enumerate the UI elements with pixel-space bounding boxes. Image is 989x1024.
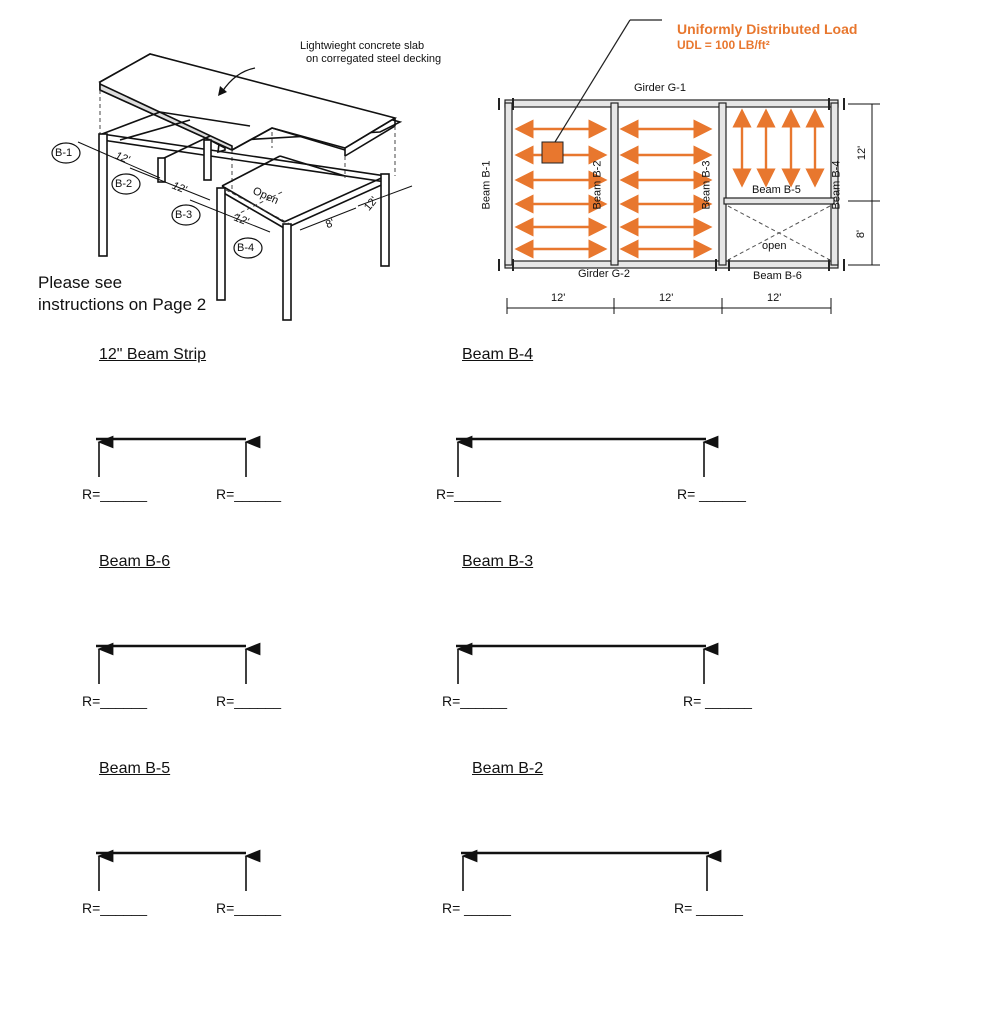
udl-load-square (541, 141, 564, 164)
slab-note-line-1: Lightwieght concrete slab (300, 40, 425, 52)
beam-title-b3: Beam B-3 (462, 553, 534, 570)
floor-slab (98, 53, 403, 157)
beam-tags (51, 142, 263, 259)
reaction-left-b2[interactable]: R= ______ (442, 900, 511, 916)
beam-b5 (723, 197, 835, 205)
span-dim-2: 12' (659, 292, 674, 304)
reaction-right-b2[interactable]: R= ______ (674, 900, 743, 916)
reaction-right-b4[interactable]: R= ______ (677, 486, 746, 502)
instructions-note: Please see instructions on Page 2 (38, 272, 206, 316)
beam-title-b4: Beam B-4 (462, 346, 534, 363)
reaction-left-b3[interactable]: R=______ (442, 693, 508, 709)
udl-arrows (514, 108, 825, 259)
reaction-left-b6[interactable]: R=______ (82, 693, 148, 709)
beam-b2 (610, 102, 619, 266)
reaction-right-b3[interactable]: R= ______ (683, 693, 752, 709)
beam-b3 (718, 102, 727, 266)
columns (98, 133, 390, 321)
iso-tag-b2: B-2 (115, 178, 133, 190)
span-dim-3: 12' (767, 292, 782, 304)
beam-title-strip: 12" Beam Strip (99, 346, 207, 363)
iso-tag-b3: B-3 (175, 209, 193, 221)
instructions-line-1: Please see (38, 273, 123, 292)
iso-tag-b4: B-4 (237, 242, 255, 254)
slab-note-line-2: on corregated steel decking (306, 53, 442, 65)
framing-plan (498, 19, 880, 314)
reaction-left-strip[interactable]: R=______ (82, 486, 148, 502)
span-dim-1: 12' (551, 292, 566, 304)
udl-line-2: UDL = 100 LB/ft² (677, 38, 770, 52)
girder-g1-label: Girder G-1 (634, 82, 686, 94)
beam-title-b6: Beam B-6 (99, 553, 171, 570)
reaction-left-b4[interactable]: R=______ (436, 486, 502, 502)
beam-b1 (504, 102, 513, 266)
udl-line-1: Uniformly Distributed Load (677, 21, 858, 37)
slab-note: Lightwieght concrete slab on corregated … (300, 40, 441, 66)
reaction-right-b5[interactable]: R=______ (216, 900, 282, 916)
iso-tag-b1: B-1 (55, 147, 73, 159)
girder-g2-label: Girder G-2 (578, 268, 630, 280)
isometric-framing-diagram (51, 53, 413, 321)
instructions-line-2: instructions on Page 2 (38, 295, 207, 314)
beam-b4 (830, 102, 839, 266)
reaction-right-b6[interactable]: R=______ (216, 693, 282, 709)
beam-title-b5: Beam B-5 (99, 760, 171, 777)
beam-title-b2: Beam B-2 (472, 760, 544, 777)
udl-title: Uniformly Distributed Load UDL = 100 LB/… (677, 21, 857, 53)
plan-open-label: open (762, 240, 787, 252)
beam-b6-label: Beam B-6 (753, 270, 802, 282)
curved-arrow-icon (221, 67, 256, 93)
reaction-left-b5[interactable]: R=______ (82, 900, 148, 916)
beam-b5-label: Beam B-5 (752, 184, 801, 196)
reaction-right-strip[interactable]: R=______ (216, 486, 282, 502)
